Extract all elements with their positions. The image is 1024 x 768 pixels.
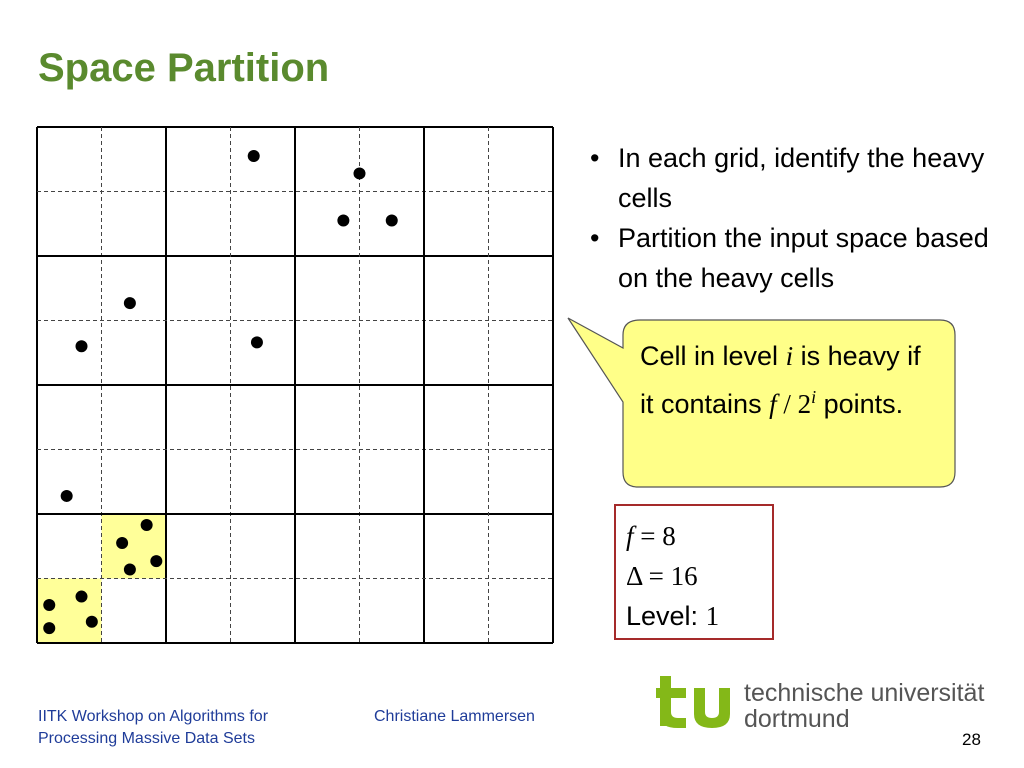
data-point <box>123 297 136 310</box>
slide-title: Space Partition <box>38 46 330 90</box>
data-point <box>250 336 263 349</box>
data-point <box>75 590 88 603</box>
data-point <box>85 615 98 628</box>
page-number: 28 <box>962 730 981 749</box>
data-point <box>150 555 163 568</box>
heavy-cell-highlights <box>37 514 166 643</box>
grid-lines <box>36 126 554 644</box>
data-point <box>123 563 136 576</box>
data-point <box>43 598 56 611</box>
data-point <box>43 622 56 635</box>
data-point <box>75 340 88 353</box>
data-point <box>247 150 260 163</box>
footer-event: IITK Workshop on Algorithms for Processi… <box>38 708 269 747</box>
callout-shape <box>567 317 956 488</box>
university-name: technische universität dortmund <box>744 679 985 733</box>
param-delta: Δ = 16 <box>626 561 698 591</box>
callout-bubble <box>567 317 956 488</box>
data-point <box>385 214 398 227</box>
bullet-item: •Partition the input space based on the … <box>590 223 989 293</box>
param-level: Level: 1 <box>626 601 720 631</box>
data-point <box>116 537 129 550</box>
bullet-list: •In each grid, identify the heavy cells … <box>590 138 1010 298</box>
bullet-item: •In each grid, identify the heavy cells <box>590 143 985 213</box>
tu-logo-icon <box>656 676 730 728</box>
data-points <box>43 150 398 635</box>
footer-author: Christiane Lammersen <box>374 708 535 725</box>
data-point <box>140 518 153 531</box>
parameter-box: f = 8 Δ = 16 Level: 1 <box>614 504 774 640</box>
callout-text: Cell in level i is heavy if it contains … <box>640 341 921 419</box>
param-f: f = 8 <box>626 521 676 551</box>
data-point <box>353 167 366 180</box>
data-point <box>337 214 350 227</box>
data-point <box>60 489 73 502</box>
